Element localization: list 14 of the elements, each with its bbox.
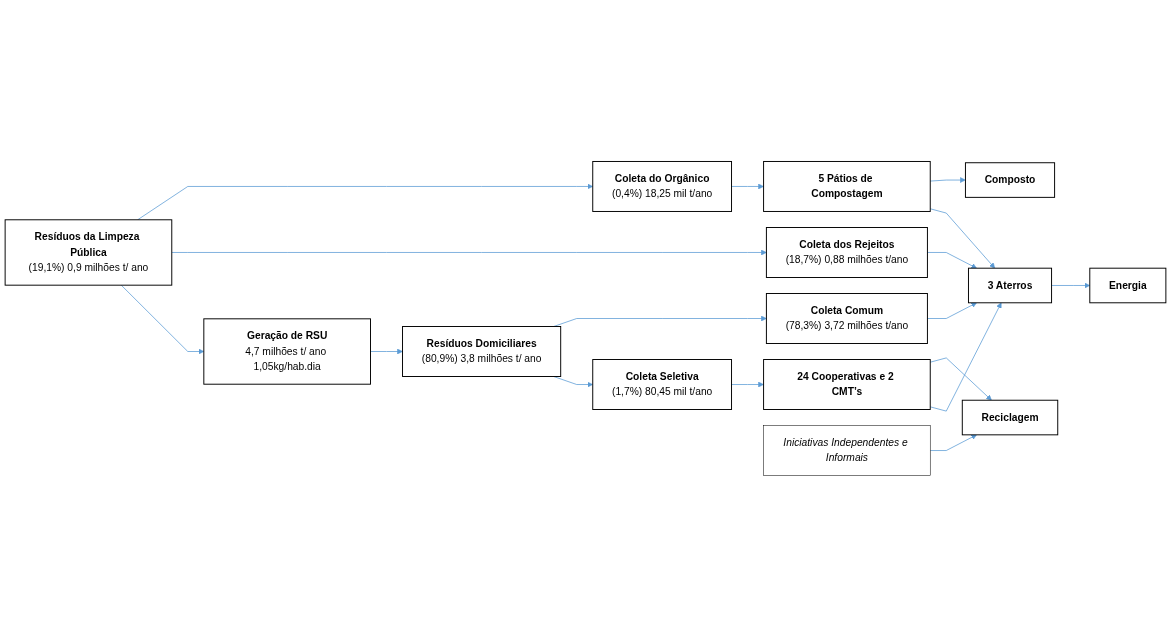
node-box: 24 Cooperativas e 2 CMT’s <box>763 359 931 410</box>
node-box: 5 Pátios de Compostagem <box>763 161 931 212</box>
node-box: 3 Aterros <box>968 267 1053 304</box>
node-box: Coleta do Orgânico (0,4%) 18,25 mil t/ano <box>592 161 732 212</box>
node-box: Geração de RSU 4,7 milhões t/ ano 1,05kg/hab.dia <box>203 318 371 385</box>
node-box: Coleta Seletiva (1,7%) 80,45 mil t/ano <box>592 359 732 410</box>
node-box: Coleta dos Rejeitos (18,7%) 0,88 milhões t/ano <box>765 227 928 278</box>
node-box: Energia <box>1089 267 1167 304</box>
node-box: Iniciativas Independentes e Informais <box>763 425 931 476</box>
node-box: Resíduos Domiciliares (80,9%) 3,8 milhões t/ ano <box>402 326 562 377</box>
node-box: Reciclagem <box>961 399 1059 436</box>
node-box: Coleta Comum (78,3%) 3,72 milhões t/ano <box>765 293 928 344</box>
node-box: Resíduos da Limpeza Pública (19,1%) 0,9 milhões t/ ano <box>4 219 173 286</box>
node-box: Composto <box>964 162 1056 198</box>
